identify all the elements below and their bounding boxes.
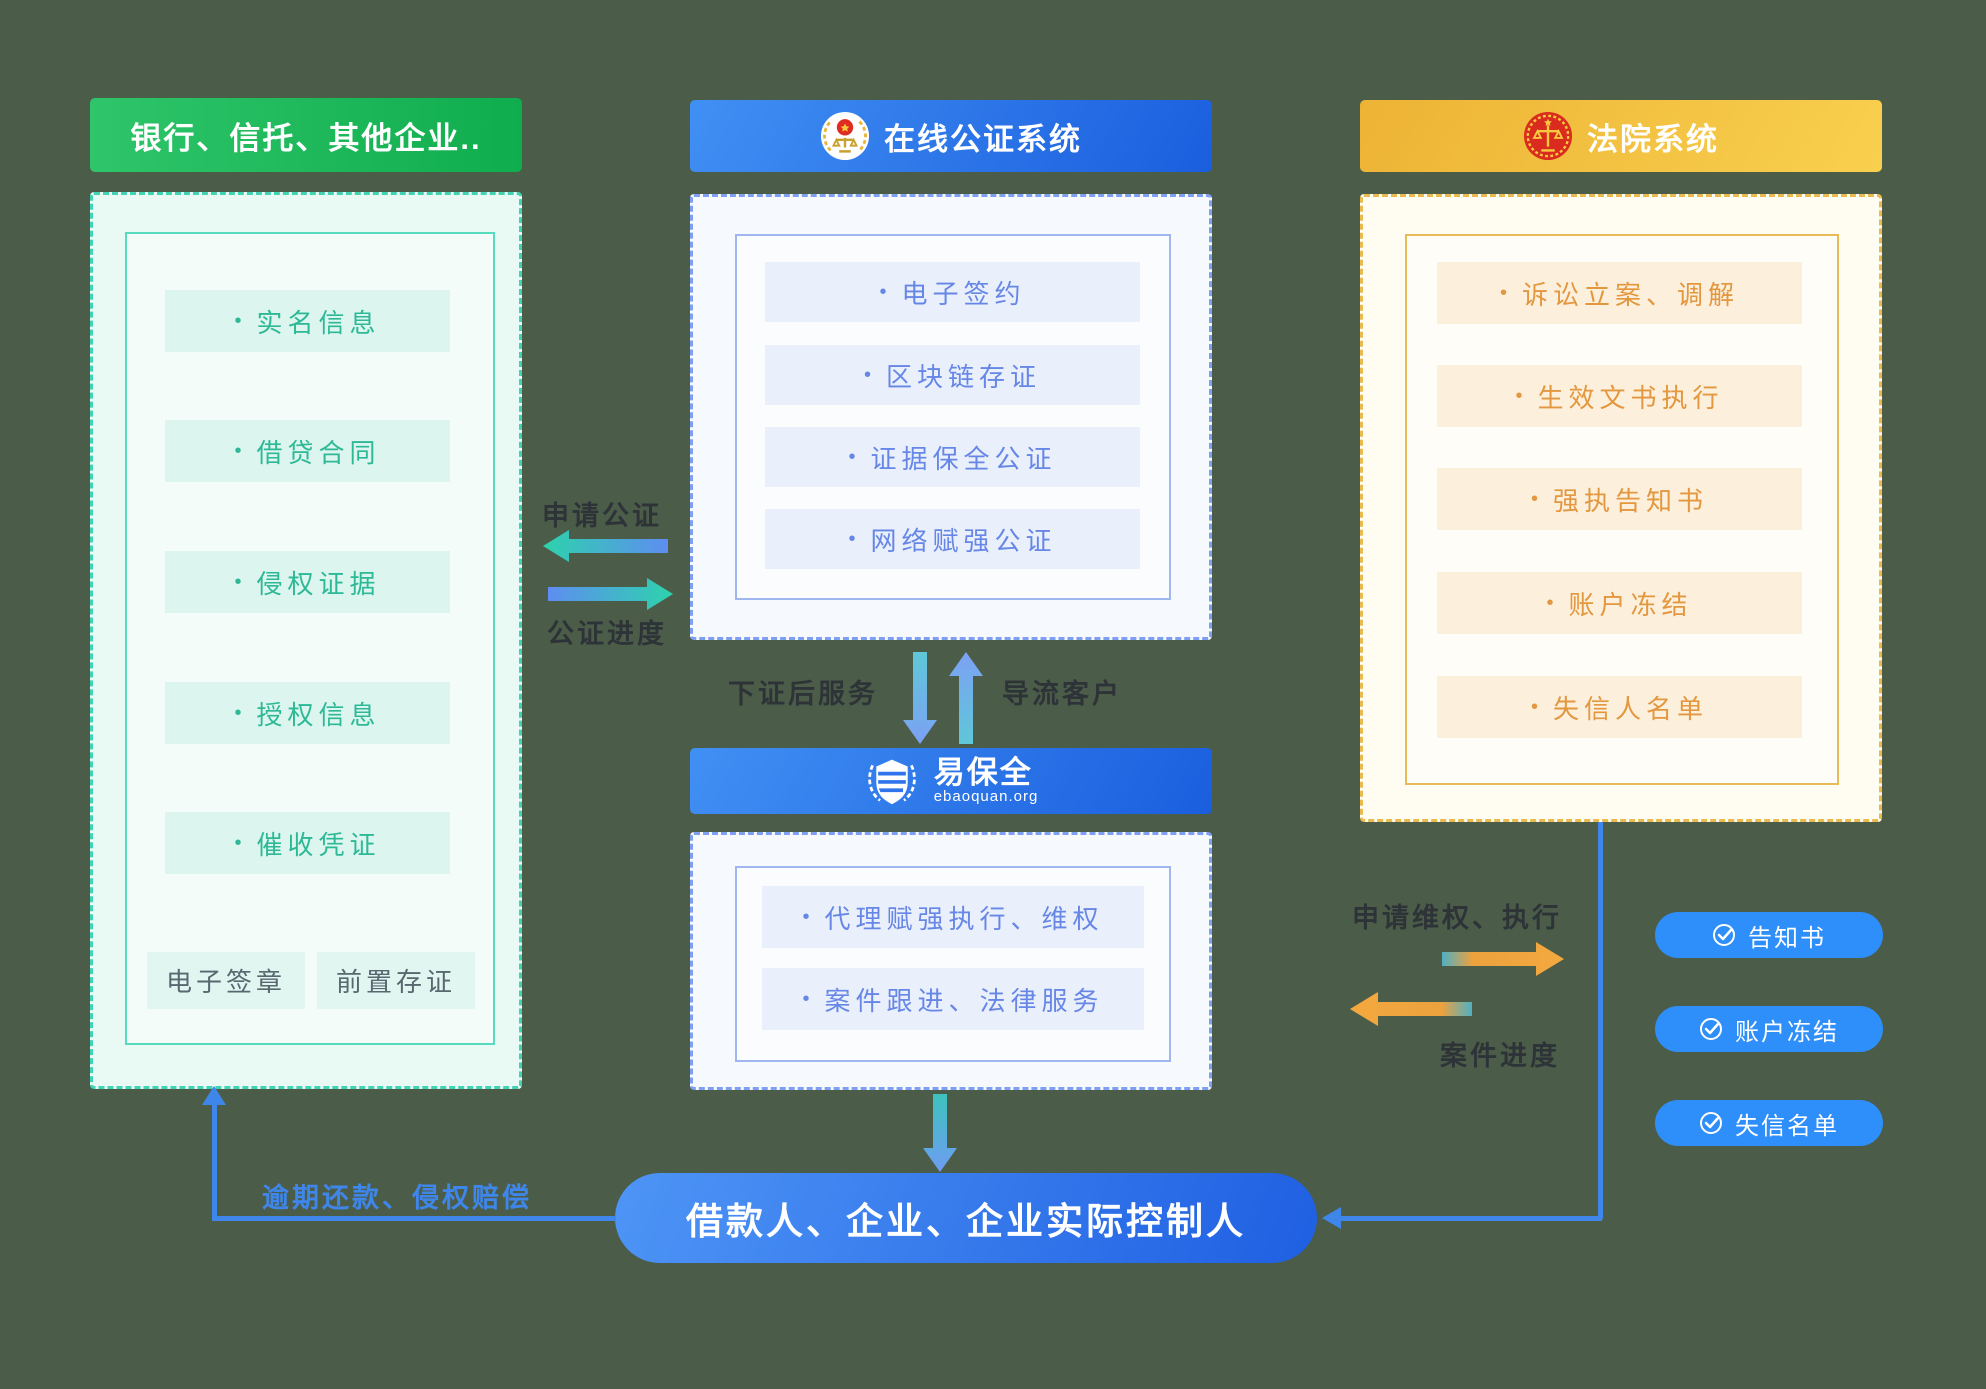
item-label: 区块链存证 <box>886 361 1042 392</box>
arrow-down-to-entity-icon <box>922 1094 958 1177</box>
list-item: • 侵权证据 <box>165 551 450 613</box>
item-label: 电子签约 <box>901 278 1026 309</box>
court-panel-header: 法院系统 <box>1360 100 1882 172</box>
bullet-dot: • <box>802 905 810 928</box>
bullet-dot: • <box>234 831 242 854</box>
account-freeze-pill: 账户冻结 <box>1655 1006 1883 1052</box>
check-circle-icon <box>1699 1111 1723 1135</box>
list-item: • 强执告知书 <box>1437 468 1802 530</box>
orange-arrow-left-icon <box>1350 992 1472 1031</box>
notary-emblem-icon <box>820 111 870 161</box>
connector-line-vertical <box>1598 822 1603 1219</box>
ebaoquan-logo-icon <box>864 757 920 805</box>
list-item: • 借贷合同 <box>165 420 450 482</box>
bank-panel-title: 银行、信托、其他企业.. <box>130 120 482 156</box>
bullet-dot: • <box>1499 281 1507 304</box>
bank-panel-header: 银行、信托、其他企业.. <box>90 98 522 172</box>
bullet-dot: • <box>1546 591 1554 614</box>
list-item: • 账户冻结 <box>1437 572 1802 634</box>
court-emblem-icon <box>1523 111 1573 161</box>
arrowhead-left-icon <box>1322 1207 1341 1229</box>
post-certificate-service-label: 下证后服务 <box>728 679 878 709</box>
bullet-dot: • <box>234 701 242 724</box>
ebaoquan-panel-title: 易保全 <box>933 754 1033 790</box>
bullet-dot: • <box>848 445 856 468</box>
item-label: 强执告知书 <box>1553 485 1709 516</box>
notary-panel-title: 在线公证系统 <box>884 121 1082 157</box>
list-item: • 催收凭证 <box>165 812 450 874</box>
item-label: 授权信息 <box>256 699 381 730</box>
bullet-dot: • <box>234 570 242 593</box>
borrower-entity-box: 借款人、企业、企业实际控制人 <box>615 1173 1317 1263</box>
item-label: 生效文书执行 <box>1537 382 1724 413</box>
bullet-dot: • <box>863 363 871 386</box>
list-item: • 授权信息 <box>165 682 450 744</box>
bullet-dot: • <box>234 309 242 332</box>
check-circle-icon <box>1699 1017 1723 1041</box>
footer-cell-label: 前置存证 <box>335 967 456 997</box>
list-item: • 代理赋强执行、维权 <box>762 886 1144 948</box>
item-label: 案件跟进、法律服务 <box>824 985 1104 1016</box>
pill-label: 失信名单 <box>1735 1112 1839 1140</box>
bullet-dot: • <box>802 987 810 1010</box>
item-label: 催收凭证 <box>256 829 381 860</box>
notice-pill: 告知书 <box>1655 912 1883 958</box>
connector-line-horizontal <box>212 1216 616 1221</box>
footer-cell: 前置存证 <box>317 952 475 1009</box>
overdue-repayment-label: 逾期还款、侵权赔偿 <box>262 1183 532 1213</box>
check-circle-icon <box>1712 923 1736 947</box>
arrow-left-icon <box>543 530 668 567</box>
connector-line-vertical <box>212 1104 217 1218</box>
pill-label: 告知书 <box>1748 924 1826 952</box>
item-label: 侵权证据 <box>256 568 381 599</box>
bullet-dot: • <box>848 527 856 550</box>
case-progress-label: 案件进度 <box>1440 1041 1560 1071</box>
arrow-up-icon <box>948 652 984 749</box>
list-item: • 实名信息 <box>165 290 450 352</box>
list-item: • 诉讼立案、调解 <box>1437 262 1802 324</box>
footer-cell-label: 电子签章 <box>165 967 286 997</box>
notarization-progress-label: 公证进度 <box>547 619 667 649</box>
blacklist-pill: 失信名单 <box>1655 1100 1883 1146</box>
notary-panel-header: 在线公证系统 <box>690 100 1212 172</box>
ebaoquan-title-block: 易保全 ebaoquan.org <box>933 754 1039 806</box>
list-item: • 案件跟进、法律服务 <box>762 968 1144 1030</box>
list-item: • 失信人名单 <box>1437 676 1802 738</box>
bank-panel-inner-box <box>125 232 495 1045</box>
court-panel-title: 法院系统 <box>1587 121 1719 157</box>
arrowhead-up-icon <box>202 1086 226 1105</box>
item-label: 账户冻结 <box>1568 589 1693 620</box>
list-item: • 区块链存证 <box>765 345 1140 405</box>
arrow-down-icon <box>902 652 938 749</box>
list-item: • 证据保全公证 <box>765 427 1140 487</box>
item-label: 诉讼立案、调解 <box>1522 279 1740 310</box>
arrow-right-icon <box>548 578 673 615</box>
bullet-dot: • <box>234 439 242 462</box>
list-item: • 生效文书执行 <box>1437 365 1802 427</box>
bullet-dot: • <box>1530 695 1538 718</box>
item-label: 代理赋强执行、维权 <box>824 903 1104 934</box>
borrower-entity-label: 借款人、企业、企业实际控制人 <box>686 1201 1246 1242</box>
footer-cell: 电子签章 <box>147 952 305 1009</box>
bullet-dot: • <box>879 280 887 303</box>
pill-label: 账户冻结 <box>1735 1018 1839 1046</box>
ebaoquan-panel-header: 易保全 ebaoquan.org <box>690 748 1212 814</box>
item-label: 借贷合同 <box>256 437 381 468</box>
apply-notarization-label: 申请公证 <box>542 501 662 531</box>
item-label: 失信人名单 <box>1553 693 1709 724</box>
connector-line-horizontal <box>1340 1216 1602 1221</box>
ebaoquan-domain: ebaoquan.org <box>933 788 1039 806</box>
item-label: 证据保全公证 <box>870 443 1057 474</box>
ebaoquan-panel-dashed-box <box>690 832 1212 1090</box>
bullet-dot: • <box>1530 487 1538 510</box>
apply-enforcement-label: 申请维权、执行 <box>1352 903 1562 933</box>
item-label: 网络赋强公证 <box>870 525 1057 556</box>
orange-arrow-right-icon <box>1442 942 1564 981</box>
divert-customers-label: 导流客户 <box>1002 679 1122 709</box>
bullet-dot: • <box>1515 384 1523 407</box>
item-label: 实名信息 <box>256 307 381 338</box>
list-item: • 电子签约 <box>765 262 1140 322</box>
list-item: • 网络赋强公证 <box>765 509 1140 569</box>
